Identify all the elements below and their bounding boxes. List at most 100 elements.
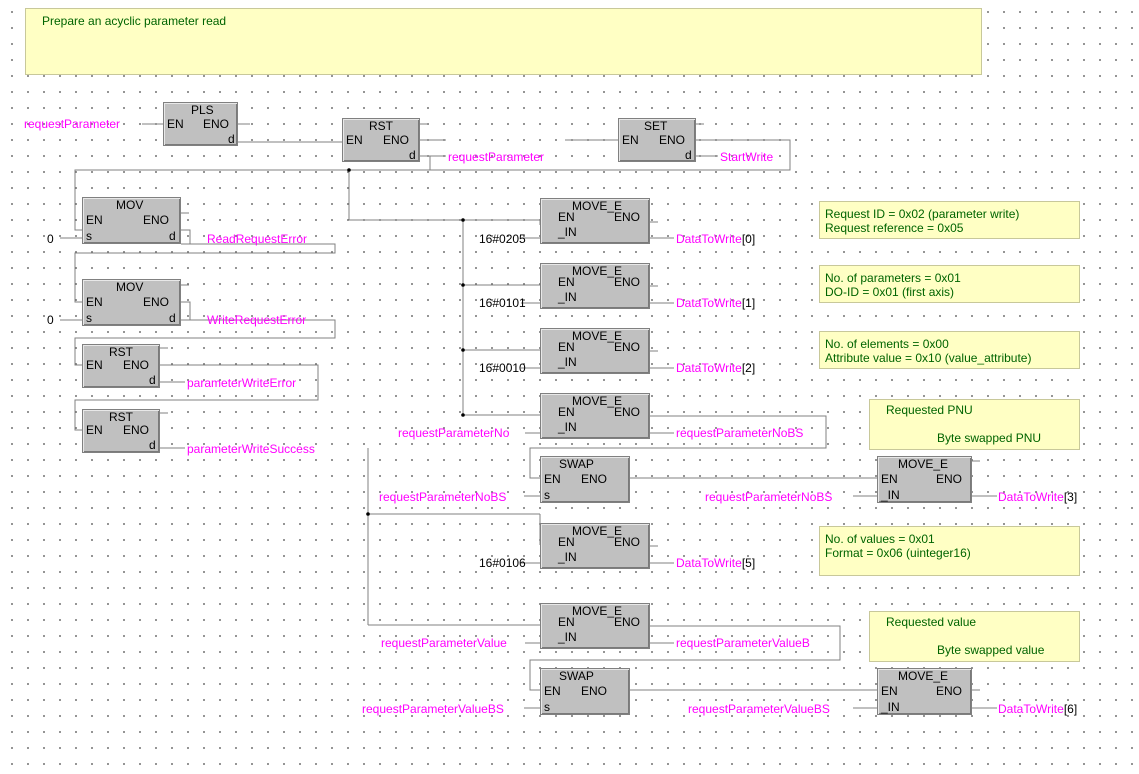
pin-en: EN [86,358,103,372]
pin-d: d [685,148,692,162]
var-requestParameterNoBS-out[interactable]: requestParameterNoBS [676,426,804,440]
fb-swap-1[interactable]: SWAP EN ENO s [540,456,630,503]
pin-in: _IN [558,420,577,434]
pin-eno: ENO [203,117,230,131]
fb-move-e-5[interactable]: MOVE_E EN ENO _IN [877,456,972,503]
pin-eno: ENO [614,275,641,289]
var-readRequestError[interactable]: ReadRequestError [207,232,308,246]
pin-en: EN [544,684,561,698]
var-name: DataToWrite [676,361,742,375]
var-requestParameter-out[interactable]: requestParameter [448,150,545,164]
pin-in: _IN [881,488,900,502]
var-dataToWrite-6[interactable]: DataToWrite[6] [998,702,1077,716]
pin-en: EN [558,535,575,549]
fb-swap-2[interactable]: SWAP EN ENO s [540,668,630,715]
note-line-2: Request reference = 0x05 [825,221,964,235]
pin-eno: ENO [936,684,963,698]
fb-move-e-7[interactable]: MOVE_E EN ENO _IN [540,603,650,649]
var-index: [6] [1063,702,1078,716]
fb-rst-1[interactable]: RST EN ENO d [342,118,420,162]
const-zero-2[interactable]: 0 [47,313,54,327]
fb-set[interactable]: SET EN ENO d [618,118,696,162]
const-0101[interactable]: 16#0101 [479,296,526,310]
var-dataToWrite-1[interactable]: DataToWrite[1] [676,296,755,310]
fb-move-e-title: MOVE_E [572,264,623,278]
var-requestParameter-in[interactable]: requestParameter [24,117,121,131]
var-requestParameterValueBS-move[interactable]: requestParameterValueBS [688,702,830,716]
note-value[interactable]: Requested value Byte swapped value [869,611,1080,662]
var-writeRequestError[interactable]: WriteRequestError [207,313,307,327]
fb-move-e-title: MOVE_E [572,524,623,538]
fb-rst-title: RST [109,345,133,359]
fb-set-title: SET [644,119,668,133]
pin-en: EN [558,210,575,224]
fb-mov-title: MOV [116,280,144,294]
rung-comment[interactable]: Prepare an acyclic parameter read [25,8,982,75]
pin-in: _IN [881,700,900,714]
pin-eno: ENO [581,684,608,698]
pin-eno: ENO [614,405,641,419]
pin-eno: ENO [581,472,608,486]
pin-d: d [169,311,176,325]
fb-swap-title: SWAP [559,669,594,683]
pin-eno: ENO [383,133,410,147]
fb-move-e-2[interactable]: MOVE_E EN ENO _IN [540,263,650,309]
var-dataToWrite-0[interactable]: DataToWrite[0] [676,232,755,246]
note-values[interactable]: No. of values = 0x01 Format = 0x06 (uint… [819,526,1080,576]
note-pnu[interactable]: Requested PNU Byte swapped PNU [869,399,1080,450]
pin-in: _IN [558,225,577,239]
pin-d: d [228,132,235,146]
note-elements[interactable]: No. of elements = 0x00 Attribute value =… [819,331,1080,369]
pin-eno: ENO [659,133,686,147]
pin-eno: ENO [936,472,963,486]
var-requestParameterNoBS-move[interactable]: requestParameterNoBS [705,490,833,504]
var-dataToWrite-5[interactable]: DataToWrite[5] [676,556,755,570]
pin-in: _IN [558,550,577,564]
fb-move-e-1[interactable]: MOVE_E EN ENO _IN [540,198,650,244]
var-dataToWrite-2[interactable]: DataToWrite[2] [676,361,755,375]
fb-mov-2[interactable]: MOV EN ENO s d [82,279,181,326]
rung-comment-text: Prepare an acyclic parameter read [42,14,227,28]
var-parameterWriteSuccess[interactable]: parameterWriteSuccess [187,442,315,456]
pin-in: _IN [558,630,577,644]
const-0010[interactable]: 16#0010 [479,361,526,375]
var-name: DataToWrite [676,232,742,246]
const-zero-1[interactable]: 0 [47,232,54,246]
fb-pls[interactable]: PLS EN ENO d [163,102,238,146]
var-name: DataToWrite [998,490,1064,504]
note-request-id[interactable]: Request ID = 0x02 (parameter write) Requ… [819,201,1080,239]
const-0106[interactable]: 16#0106 [479,556,526,570]
fb-mov-1[interactable]: MOV EN ENO s d [82,197,181,244]
fb-move-e-title: MOVE_E [898,457,949,471]
var-requestParameterValueBS-in[interactable]: requestParameterValueBS [362,702,504,716]
var-requestParameterValueBS-out[interactable]: requestParameterValueB [676,636,810,650]
fb-move-e-4[interactable]: MOVE_E EN ENO _IN [540,393,650,439]
var-index: [0] [741,232,756,246]
var-parameterWriteError[interactable]: parameterWriteError [187,376,297,390]
var-requestParameterNoBS-in[interactable]: requestParameterNoBS [379,490,507,504]
fb-pls-title: PLS [191,103,214,117]
pin-en: EN [558,615,575,629]
fb-rst-2[interactable]: RST EN ENO d [82,344,160,388]
fb-rst-3[interactable]: RST EN ENO d [82,409,160,453]
pin-en: EN [881,472,898,486]
var-index: [3] [1063,490,1078,504]
fb-move-e-8[interactable]: MOVE_E EN ENO _IN [877,668,972,715]
pin-en: EN [558,340,575,354]
var-dataToWrite-3[interactable]: DataToWrite[3] [998,490,1077,504]
pin-eno: ENO [614,615,641,629]
const-0205[interactable]: 16#0205 [479,232,526,246]
var-startWrite[interactable]: StartWrite [720,150,774,164]
pin-eno: ENO [614,535,641,549]
var-index: [1] [741,296,756,310]
fb-rst-title: RST [109,410,133,424]
var-requestParameterNo[interactable]: requestParameterNo [398,426,510,440]
fb-rst-title: RST [369,119,393,133]
fb-move-e-3[interactable]: MOVE_E EN ENO _IN [540,328,650,374]
var-requestParameterValue[interactable]: requestParameterValue [381,636,507,650]
fb-move-e-6[interactable]: MOVE_E EN ENO _IN [540,523,650,569]
pin-en: EN [86,423,103,437]
note-parameters[interactable]: No. of parameters = 0x01 DO-ID = 0x01 (f… [819,265,1080,303]
